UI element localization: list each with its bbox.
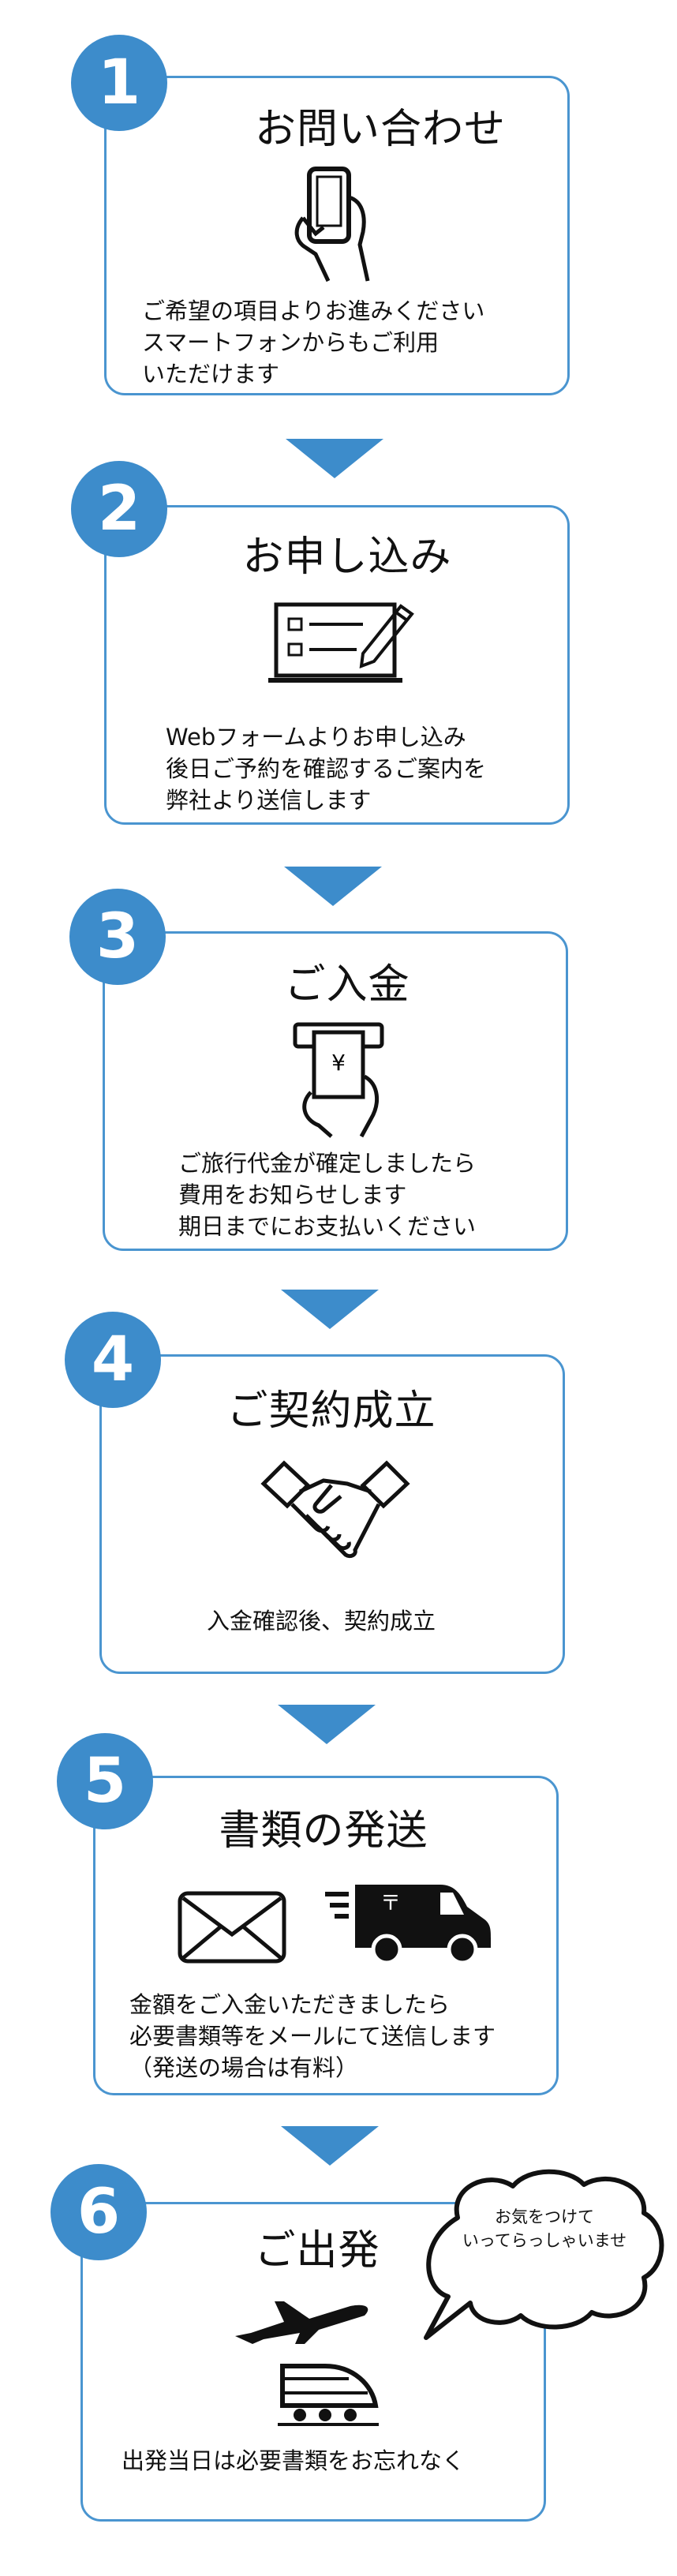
step-4-description: 入金確認後、契約成立: [207, 1608, 436, 1634]
smartphone-hand-icon: [294, 167, 370, 283]
arrow-down-3: [281, 1290, 379, 1329]
svg-text:〒: 〒: [380, 1892, 401, 1915]
step-2-title: お申し込み: [242, 534, 452, 581]
arrow-down-1: [286, 439, 383, 478]
step-2-card: [104, 505, 570, 825]
handshake-icon: [260, 1460, 410, 1559]
arrow-down-5: [281, 2126, 379, 2166]
step-6-description: 出発当日は必要書類をお忘れなく: [122, 2447, 466, 2474]
svg-text:¥: ¥: [331, 1050, 346, 1076]
step-4-title: ご契約成立: [226, 1387, 436, 1435]
arrow-down-4: [278, 1705, 376, 1744]
laptop-form-pencil-icon: [268, 602, 414, 683]
step-4-number-badge: 4: [65, 1312, 161, 1408]
step-5-description: 金額をご入金いただきましたら 必要書類等をメールにて送信します （発送の場合は有…: [129, 1991, 496, 2081]
step-3-title: ご入金: [284, 961, 410, 1009]
step-3-number-badge: 3: [69, 889, 166, 985]
step-4-card: [99, 1354, 565, 1674]
speech-bubble-text: お気をつけて いってらっしゃいませ: [462, 2207, 627, 2250]
envelope-icon: [178, 1891, 286, 1964]
delivery-truck-icon: 〒: [325, 1885, 491, 1965]
step-1-description: ご希望の項目よりお進みください スマートフォンからもご利用 いただけます: [142, 298, 485, 388]
step-1-card: [104, 76, 570, 395]
step-6-title: ご出発: [254, 2227, 380, 2275]
step-5-title: 書類の発送: [219, 1807, 428, 1855]
arrow-down-2: [284, 867, 382, 906]
step-1-title: お問い合わせ: [254, 106, 506, 153]
atm-yen-hand-icon: ¥: [293, 1022, 384, 1138]
speech-bubble: [424, 2169, 664, 2340]
airplane-icon: [235, 2301, 368, 2344]
step-1-number-badge: 1: [71, 35, 167, 131]
step-2-number-badge: 2: [71, 461, 167, 557]
step-3-description: ご旅行代金が確定しましたら 費用をお知らせします 期日までにお支払いください: [178, 1150, 477, 1240]
bullet-train-icon: [278, 2364, 379, 2426]
step-6-number-badge: 6: [50, 2164, 147, 2260]
step-2-description: Webフォームよりお申し込み 後日ご予約を確認するご案内を 弊社より送信します: [166, 724, 487, 814]
step-5-number-badge: 5: [57, 1733, 153, 1829]
